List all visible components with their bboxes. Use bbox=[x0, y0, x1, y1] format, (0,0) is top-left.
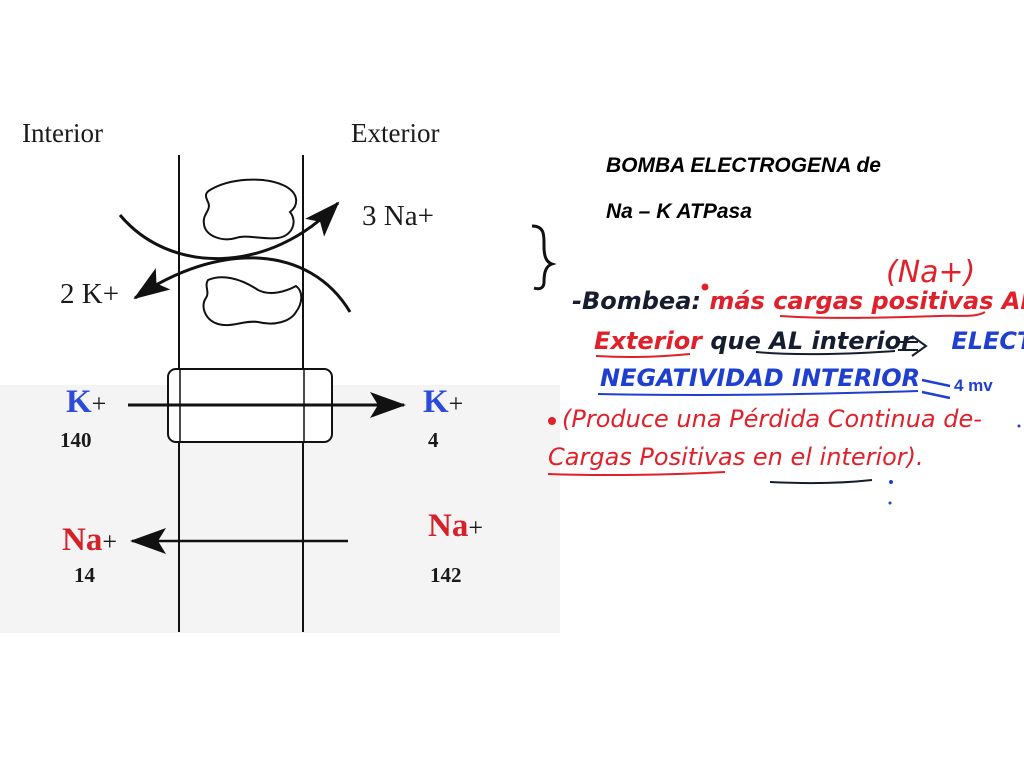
k-exterior-value: 4 bbox=[428, 428, 439, 452]
k-exterior-ion: K+ bbox=[423, 384, 463, 421]
blue-dot-3 bbox=[1017, 424, 1021, 428]
pump-blob-top bbox=[202, 178, 298, 241]
note-line-4-red: (Produce una Pérdida Continua de- bbox=[562, 405, 982, 433]
na-exterior-value: 142 bbox=[430, 563, 462, 587]
na-interior-ion: Na+ bbox=[62, 522, 117, 559]
na-interior-symbol: Na bbox=[62, 522, 103, 558]
note-line-1-red: más cargas positivas AL bbox=[709, 287, 1024, 315]
pump-blob-bottom bbox=[202, 276, 303, 327]
note-line-2-dark: que AL interior bbox=[710, 327, 913, 355]
k-interior-ion: K+ bbox=[66, 384, 106, 421]
underline-red-1 bbox=[779, 311, 986, 319]
note-line-2-blue: ELECTRO bbox=[951, 327, 1024, 355]
note-line-5-red: Cargas Positivas en el interior). bbox=[548, 443, 924, 471]
exterior-label: Exterior bbox=[351, 118, 440, 148]
note-line-2: Exterior que AL interior ELECTRO bbox=[594, 327, 1024, 355]
curly-brace bbox=[531, 224, 557, 291]
interior-label: Interior bbox=[22, 118, 103, 148]
note-line-3-blue: NEGATIVIDAD INTERIOR bbox=[600, 364, 921, 392]
na-efflux-arrow bbox=[118, 201, 340, 261]
k-exterior-plus: + bbox=[448, 389, 464, 418]
na-interior-plus: + bbox=[102, 527, 118, 556]
note-na-label: (Na+) bbox=[886, 255, 976, 290]
pump-k-label: 2 K+ bbox=[60, 278, 120, 310]
k-interior-value: 140 bbox=[60, 428, 92, 452]
na-exterior-ion: Na+ bbox=[428, 508, 483, 545]
k-influx-arrow bbox=[133, 256, 352, 313]
note-line-2-red: Exterior bbox=[594, 327, 703, 355]
red-dot bbox=[701, 283, 709, 291]
k-exterior-symbol: K bbox=[423, 384, 449, 420]
note-line-1: -Bombea: más cargas positivas AL bbox=[572, 287, 1024, 315]
title-line-2: Na – K ATPasa bbox=[606, 200, 752, 223]
underline-blue-1 bbox=[597, 390, 919, 396]
na-exterior-plus: + bbox=[468, 513, 484, 542]
blue-dot-2 bbox=[888, 501, 892, 505]
na-interior-value: 14 bbox=[74, 563, 95, 587]
dark-arrow-mark bbox=[898, 335, 928, 357]
note-line-1-prefix: -Bombea: bbox=[572, 287, 701, 315]
pump-na-label: 3 Na+ bbox=[362, 200, 434, 232]
underline-dark-1 bbox=[755, 350, 896, 356]
underline-dark-2 bbox=[769, 479, 873, 485]
underline-red-2 bbox=[595, 353, 691, 359]
na-exterior-symbol: Na bbox=[428, 508, 469, 544]
k-interior-plus: + bbox=[91, 389, 107, 418]
red-bullet bbox=[548, 417, 556, 425]
underline-red-3 bbox=[547, 471, 726, 477]
title-line-1: BOMBA ELECTROGENA de bbox=[606, 154, 881, 177]
blue-dot-1 bbox=[889, 480, 893, 484]
note-line-3-value: 4 mv bbox=[954, 376, 993, 395]
k-interior-symbol: K bbox=[66, 384, 92, 420]
blue-arrow-lines bbox=[921, 378, 951, 400]
